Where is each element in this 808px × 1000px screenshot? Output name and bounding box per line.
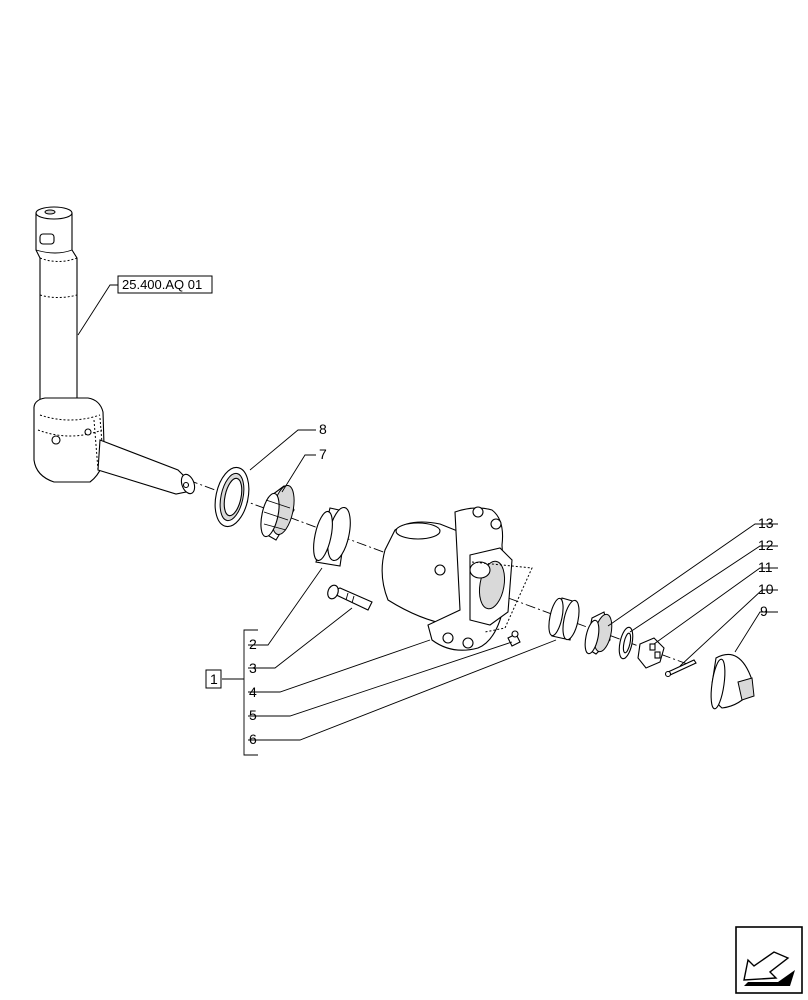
- reference-box[interactable]: [117, 275, 213, 294]
- tapered-roller-bearing-outer: [584, 611, 613, 655]
- callout-9[interactable]: 9: [760, 603, 768, 619]
- callout-5[interactable]: 5: [249, 707, 257, 723]
- bearing-cup-outer: [313, 506, 351, 567]
- callout-10[interactable]: 10: [758, 581, 774, 597]
- callout-2[interactable]: 2: [249, 636, 257, 652]
- cotter-pin: [664, 659, 697, 678]
- callout-13[interactable]: 13: [758, 515, 774, 531]
- callout-7[interactable]: 7: [319, 446, 327, 462]
- callout-1[interactable]: 1: [210, 671, 218, 687]
- group-box[interactable]: [205, 669, 222, 689]
- callout-leaders: [248, 429, 778, 741]
- view-direction-arrow-icon[interactable]: [735, 926, 803, 994]
- callout-6[interactable]: 6: [249, 731, 257, 747]
- callout-11[interactable]: 11: [758, 559, 773, 575]
- hub-cap: [710, 653, 755, 710]
- steering-knuckle-spindle: [33, 206, 196, 495]
- wheel-hub: [381, 506, 533, 651]
- callout-8[interactable]: 8: [319, 421, 327, 437]
- reference-leader: [77, 284, 118, 336]
- bearing-cup-outer-small: [548, 597, 580, 641]
- thrust-washer: [618, 626, 634, 660]
- reference-label: 25.400.AQ 01: [122, 277, 202, 292]
- tapered-roller-bearing-inner: [260, 484, 295, 541]
- grease-nipple: [507, 630, 521, 647]
- callout-4[interactable]: 4: [249, 684, 257, 700]
- wheel-stud: [327, 584, 373, 611]
- seal-ring: [214, 466, 250, 528]
- group-bracket: [243, 629, 258, 756]
- callout-12[interactable]: 12: [758, 537, 774, 553]
- castle-nut: [637, 637, 665, 669]
- callout-3[interactable]: 3: [249, 660, 257, 676]
